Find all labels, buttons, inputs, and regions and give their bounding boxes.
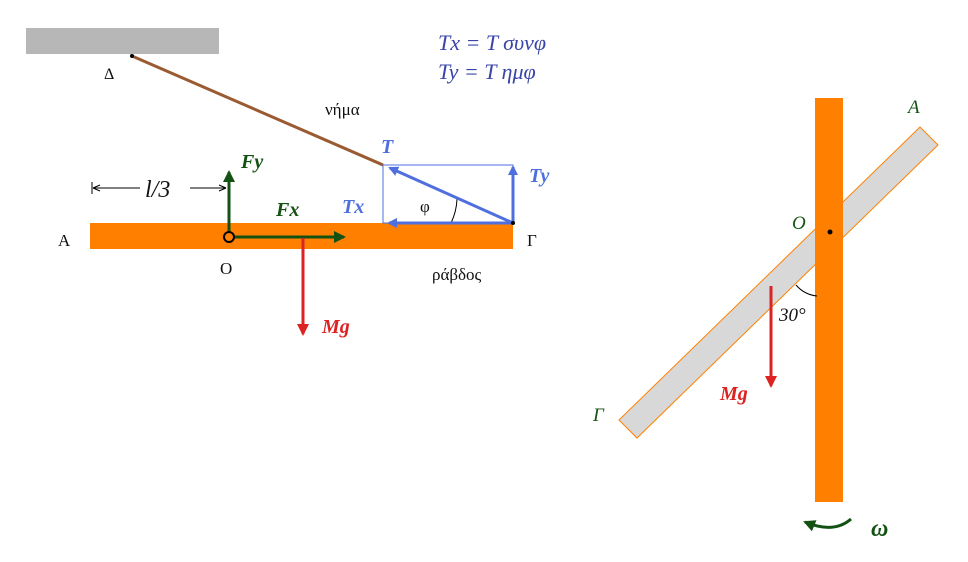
- rod-end-g-label: Γ: [527, 231, 537, 250]
- tension-x-label: Tx: [342, 196, 364, 218]
- right-pivot-label: O: [792, 213, 806, 234]
- string: [131, 54, 384, 167]
- string-label: νήμα: [325, 100, 360, 119]
- pivot-point: [827, 229, 833, 235]
- angle-label: φ: [420, 197, 430, 216]
- distance-arrowhead-left: [92, 184, 101, 192]
- angle-arc-30: [795, 284, 818, 297]
- weight-label-right: Mg: [719, 383, 748, 405]
- distance-arrowhead-right: [218, 184, 227, 192]
- left-figure: Δ νήμα Α Γ O ράβδος l/3 φ T Tx Ty Fx Fy …: [26, 28, 549, 338]
- omega-label: ω: [871, 516, 888, 542]
- formula-block: Tx = T συνφ Ty = T ημφ: [438, 30, 546, 84]
- omega-rotation-arrow: [803, 517, 852, 532]
- right-figure: A Γ O 30° Mg ω: [592, 97, 939, 542]
- formula-tx: Tx = T συνφ: [438, 30, 546, 55]
- ceiling: [26, 28, 219, 54]
- right-end-a-label: A: [906, 97, 920, 118]
- rod-end-a-label: Α: [58, 231, 71, 250]
- tension-arrow: [388, 166, 514, 225]
- tension-y-label: Ty: [529, 165, 549, 187]
- inclined-rod: [618, 126, 939, 439]
- rod-label: ράβδος: [432, 265, 482, 284]
- ceiling-point-label: Δ: [104, 66, 114, 83]
- formula-ty: Ty = T ημφ: [438, 59, 536, 84]
- right-end-g-label: Γ: [592, 405, 605, 426]
- distance-label: l/3: [145, 177, 170, 203]
- weight-label: Mg: [321, 316, 350, 338]
- ceiling-attach-point: [130, 54, 134, 58]
- rod-end-point: [511, 221, 515, 225]
- angle-30-label: 30°: [778, 305, 806, 326]
- angle-arc: [450, 198, 458, 224]
- pivot-force-x-label: Fx: [275, 199, 299, 221]
- vertical-rod: [815, 98, 843, 502]
- pivot-label: O: [220, 259, 232, 278]
- pivot-force-y-label: Fy: [240, 151, 263, 173]
- pivot-circle: [223, 231, 235, 243]
- tension-label: T: [381, 136, 394, 158]
